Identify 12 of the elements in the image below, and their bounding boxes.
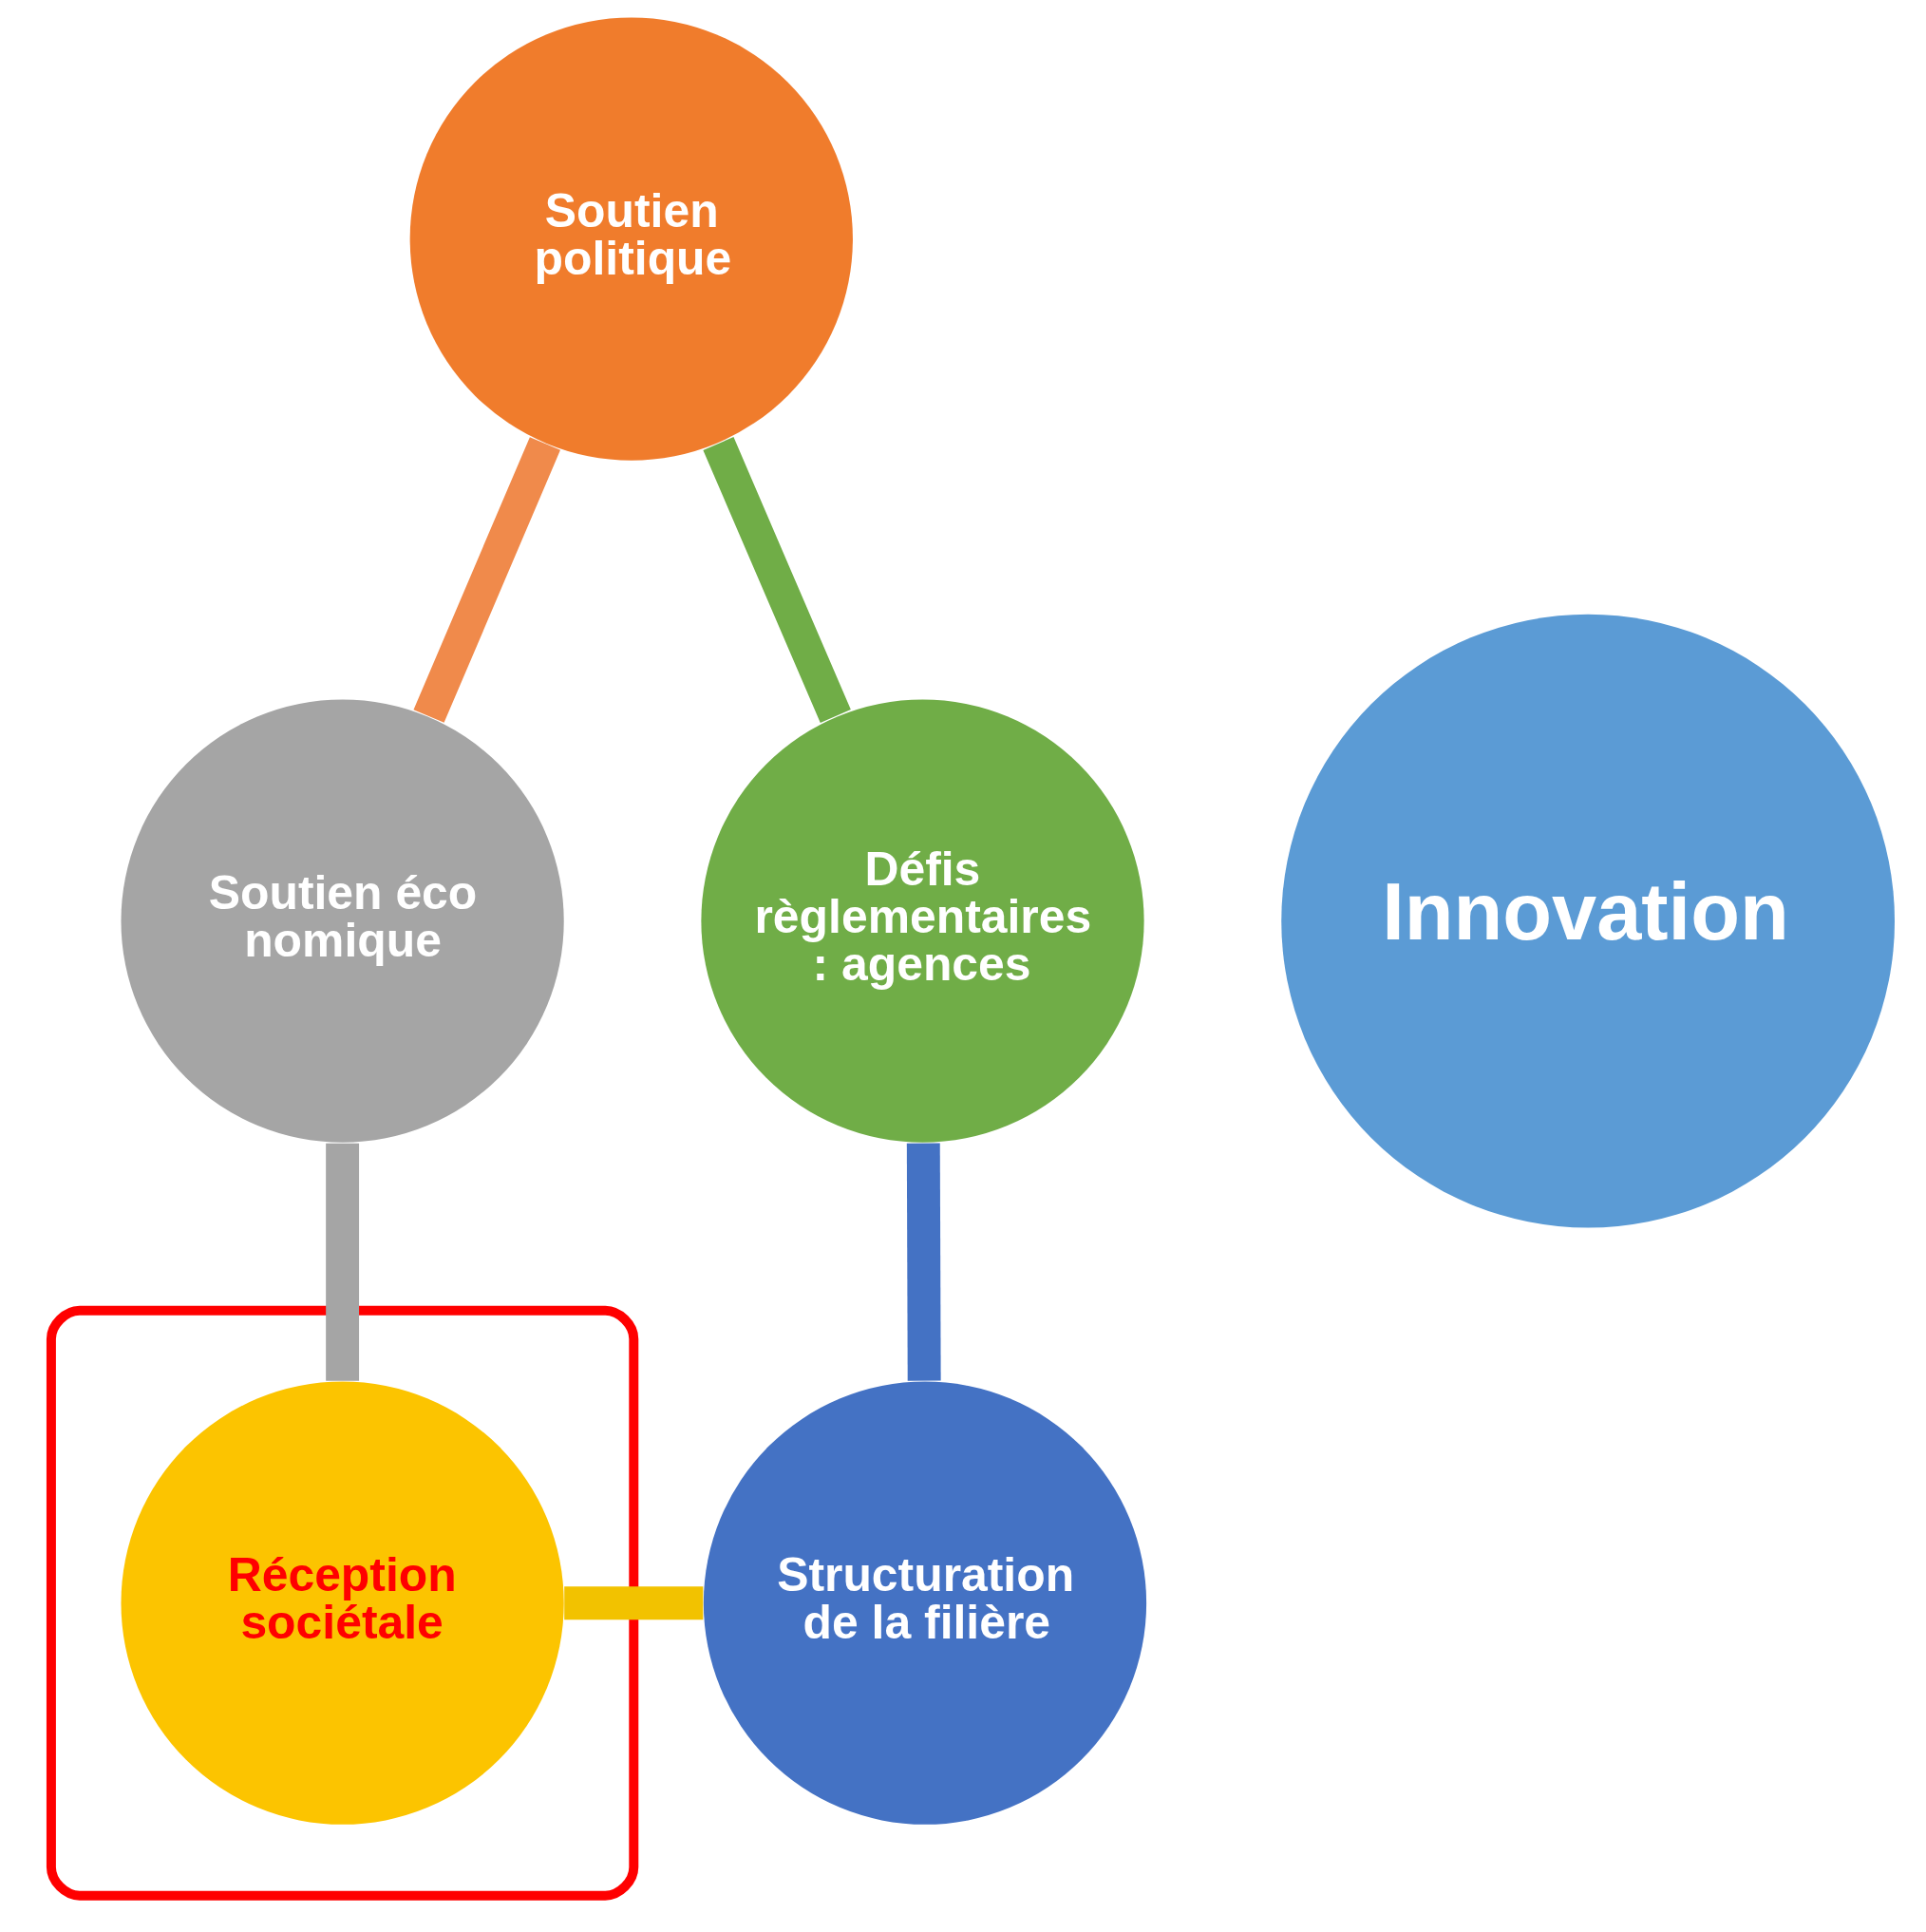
node-circle: Réception sociétale	[121, 1381, 564, 1825]
connector	[325, 1143, 359, 1381]
node-circle: Soutien éco nomique	[121, 699, 564, 1143]
connector	[412, 437, 560, 723]
cluster	[46, 1305, 638, 1901]
connector	[702, 437, 851, 723]
node-circle: Innovation	[1280, 614, 1895, 1228]
connector	[906, 1143, 941, 1381]
node-circle: Structuration de la filière	[703, 1381, 1146, 1825]
node-circle: Défis règlementaires : agences	[700, 699, 1144, 1143]
connector	[563, 1586, 703, 1620]
node-circle: Soutien politique	[409, 17, 853, 461]
